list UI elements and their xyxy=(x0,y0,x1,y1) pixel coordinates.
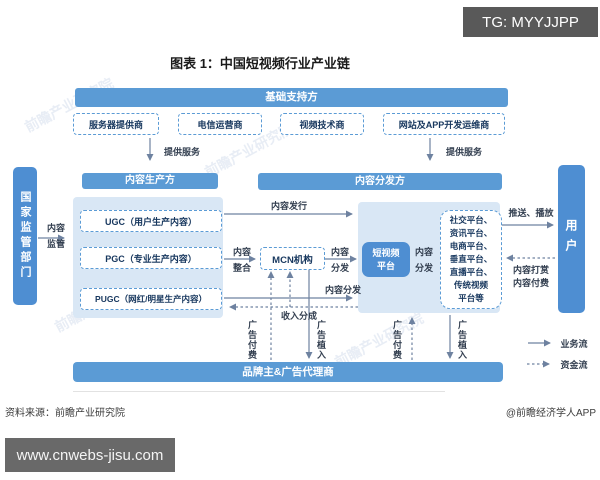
provider-box-telecom: 电信运营商 xyxy=(178,113,262,135)
label-content-publish: 内容发行 xyxy=(270,201,307,211)
label-content-regulation: 内容 监管 xyxy=(46,223,65,249)
label-ad-implant-right: 广告植入 xyxy=(457,320,467,360)
tg-badge: TG: MYYJJPP xyxy=(463,7,598,37)
label-content-integration: 内容 整合 xyxy=(232,247,251,273)
producers-banner: 内容生产方 xyxy=(82,173,218,189)
pgc-box: PGC（专业生产内容） xyxy=(80,247,222,269)
label-provide-service-right: 提供服务 xyxy=(445,147,482,157)
chart-title: 图表 1：中国短视频行业产业链 xyxy=(170,56,350,71)
source-text: 资料来源：前瞻产业研究院 xyxy=(5,408,125,419)
advertisers-banner: 品牌主&广告代理商 xyxy=(73,362,503,382)
legend-capital-flow-label: 资金流 xyxy=(560,360,588,370)
label-content-distribution-platform: 内容 分发 xyxy=(414,247,433,273)
credit-text: @前瞻经济学人APP xyxy=(505,408,596,419)
label-ad-payment-left: 广告付费 xyxy=(247,320,257,360)
platform-types-box: 社交平台、 资讯平台、 电商平台、 垂直平台、 直播平台、 传统视频 平台等 xyxy=(440,210,502,309)
footer-divider xyxy=(73,391,445,392)
provider-box-video-tech: 视频技术商 xyxy=(280,113,364,135)
legend-business-flow-label: 业务流 xyxy=(560,339,588,349)
regulator-box: 国家监管部门 xyxy=(13,167,37,305)
provider-box-server: 服务器提供商 xyxy=(73,113,159,135)
pugc-box: PUGC（网红/明星生产内容） xyxy=(80,288,222,310)
label-ad-implant-left: 广告植入 xyxy=(316,320,326,360)
users-box: 用户 xyxy=(558,165,585,313)
label-content-distribution-mcn: 内容 分发 xyxy=(330,247,349,273)
label-reward-pay: 内容打赏 内容付费 xyxy=(512,265,549,288)
label-revenue-share: 收入分成 xyxy=(280,311,317,321)
short-video-platform-box: 短视频 平台 xyxy=(362,242,410,277)
distributors-banner: 内容分发方 xyxy=(258,173,502,190)
label-content-distribution-pugc: 内容分发 xyxy=(324,285,361,295)
label-provide-service-left: 提供服务 xyxy=(163,147,200,157)
mcn-box: MCN机构 xyxy=(260,247,325,270)
label-push-play: 推送、播放 xyxy=(508,208,554,218)
base-support-banner: 基础支持方 xyxy=(75,88,508,107)
ugc-box: UGC（用户生产内容） xyxy=(80,210,222,232)
label-ad-payment-right: 广告付费 xyxy=(392,320,402,360)
watermark-url-box: www.cnwebs-jisu.com xyxy=(5,438,175,472)
provider-box-web-app: 网站及APP开发运维商 xyxy=(383,113,505,135)
